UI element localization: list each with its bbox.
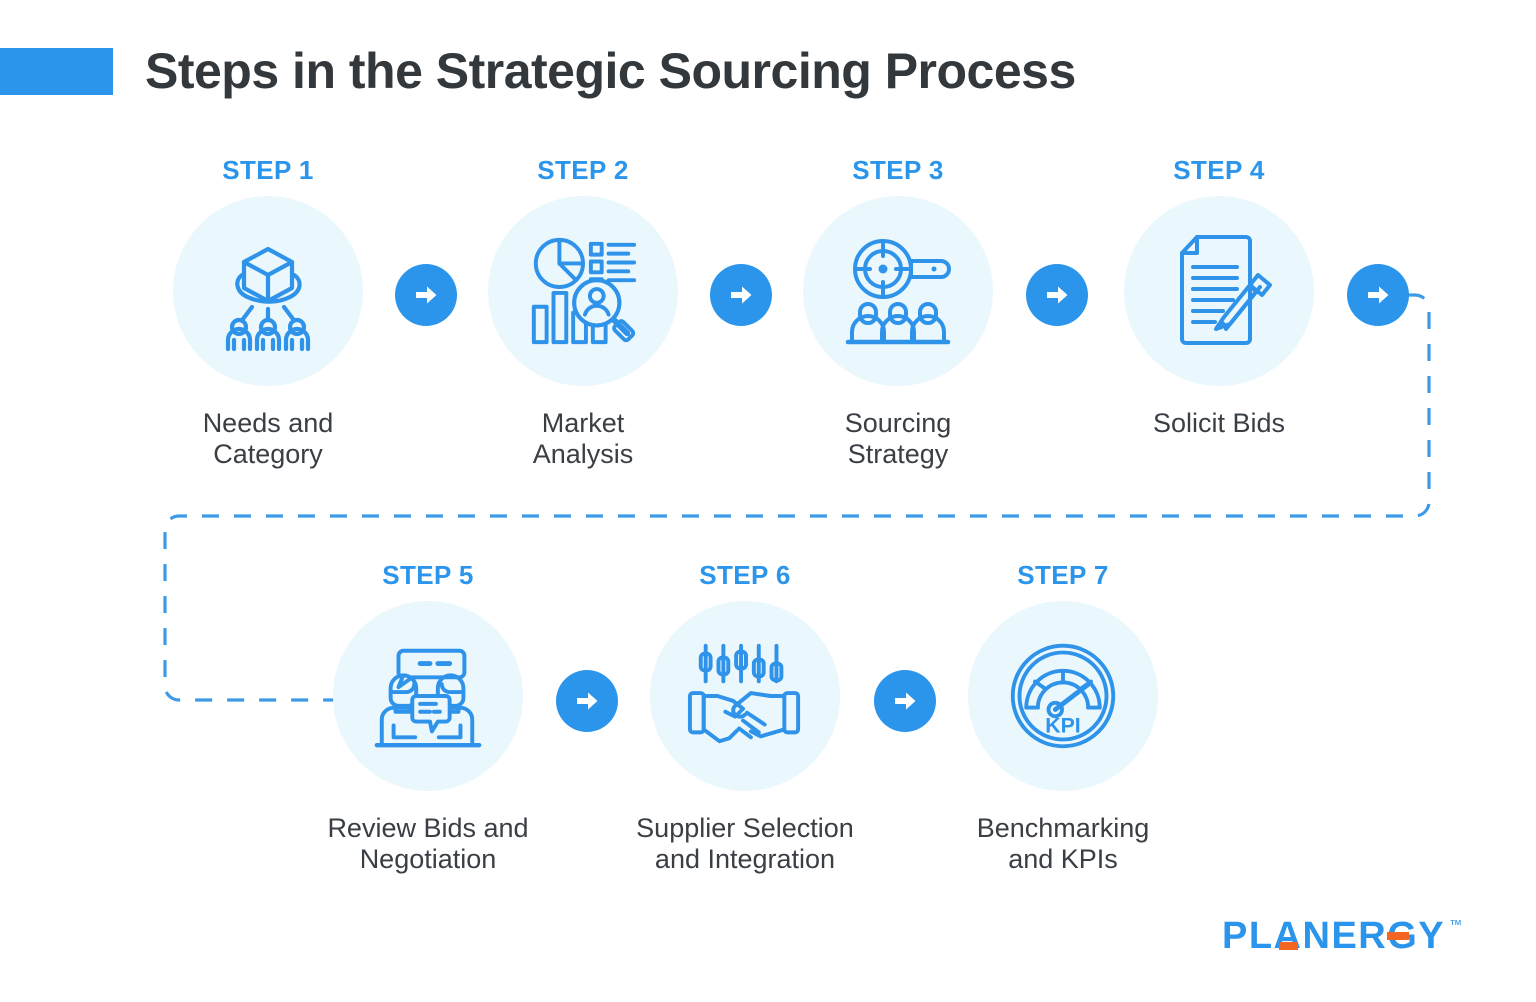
needs-category-icon (208, 231, 328, 351)
step-card-5[interactable]: STEP 5 (298, 560, 558, 875)
header-accent-bar (0, 48, 113, 95)
step-number-7: STEP 7 (1017, 560, 1109, 590)
step-caption-5: Review Bids and Negotiation (327, 813, 529, 875)
arrow-right-icon (577, 692, 598, 710)
step-card-4[interactable]: STEP 4 Solicit Bids (1089, 155, 1349, 439)
logo-accent-a (1279, 942, 1298, 950)
sourcing-strategy-icon (838, 236, 958, 346)
arrow-step4-to-step5[interactable] (1347, 264, 1409, 326)
step-card-7[interactable]: STEP 7 KPI Benchmarking and KPIs (933, 560, 1193, 875)
arrow-right-icon (1368, 286, 1389, 304)
step-card-3[interactable]: STEP 3 Sourcing Strategy (768, 155, 1028, 470)
arrow-step6-to-step7[interactable] (874, 670, 936, 732)
step-number-2: STEP 2 (537, 155, 629, 185)
step-icon-disc-4 (1124, 196, 1314, 386)
step-caption-2: Market Analysis (532, 408, 634, 470)
document-pen-icon (1164, 231, 1274, 351)
step-number-6: STEP 6 (699, 560, 791, 590)
page-title: Steps in the Strategic Sourcing Process (145, 43, 1076, 99)
step-icon-disc-3 (803, 196, 993, 386)
arrow-step3-to-step4[interactable] (1026, 264, 1088, 326)
market-analysis-icon (524, 232, 642, 350)
arrow-right-icon (1047, 286, 1068, 304)
svg-text:KPI: KPI (1045, 714, 1080, 738)
kpi-gauge-icon: KPI (1005, 638, 1121, 754)
arrow-step1-to-step2[interactable] (395, 264, 457, 326)
step-number-1: STEP 1 (222, 155, 314, 185)
step-icon-disc-5 (333, 601, 523, 791)
step-number-5: STEP 5 (382, 560, 474, 590)
arrow-step5-to-step6[interactable] (556, 670, 618, 732)
arrow-right-icon (416, 286, 437, 304)
step-caption-3: Sourcing Strategy (844, 408, 952, 470)
step-icon-disc-6 (650, 601, 840, 791)
step-caption-6: Supplier Selection and Integration (636, 813, 854, 875)
step-icon-disc-7: KPI (968, 601, 1158, 791)
step-number-3: STEP 3 (852, 155, 944, 185)
logo-trademark: ™ (1449, 917, 1463, 932)
logo-accent-g (1387, 932, 1409, 940)
step-card-2[interactable]: STEP 2 (453, 155, 713, 470)
step-caption-7: Benchmarking and KPIs (976, 813, 1150, 875)
step-icon-disc-2 (488, 196, 678, 386)
logo-wordmark: PLANERGY (1222, 915, 1446, 957)
negotiation-icon (369, 637, 487, 755)
step-caption-4: Solicit Bids (1152, 408, 1286, 438)
arrow-step2-to-step3[interactable] (710, 264, 772, 326)
arrow-right-icon (731, 286, 752, 304)
planergy-logo: PLANERGY ™ (1222, 915, 1462, 958)
step-card-6[interactable]: STEP 6 (615, 560, 875, 875)
step-icon-disc-1 (173, 196, 363, 386)
step-caption-1: Needs and Category (202, 408, 334, 470)
arrow-right-icon (895, 692, 916, 710)
handshake-icon (686, 641, 804, 751)
step-number-4: STEP 4 (1173, 155, 1265, 185)
step-card-1[interactable]: STEP 1 (138, 155, 398, 470)
